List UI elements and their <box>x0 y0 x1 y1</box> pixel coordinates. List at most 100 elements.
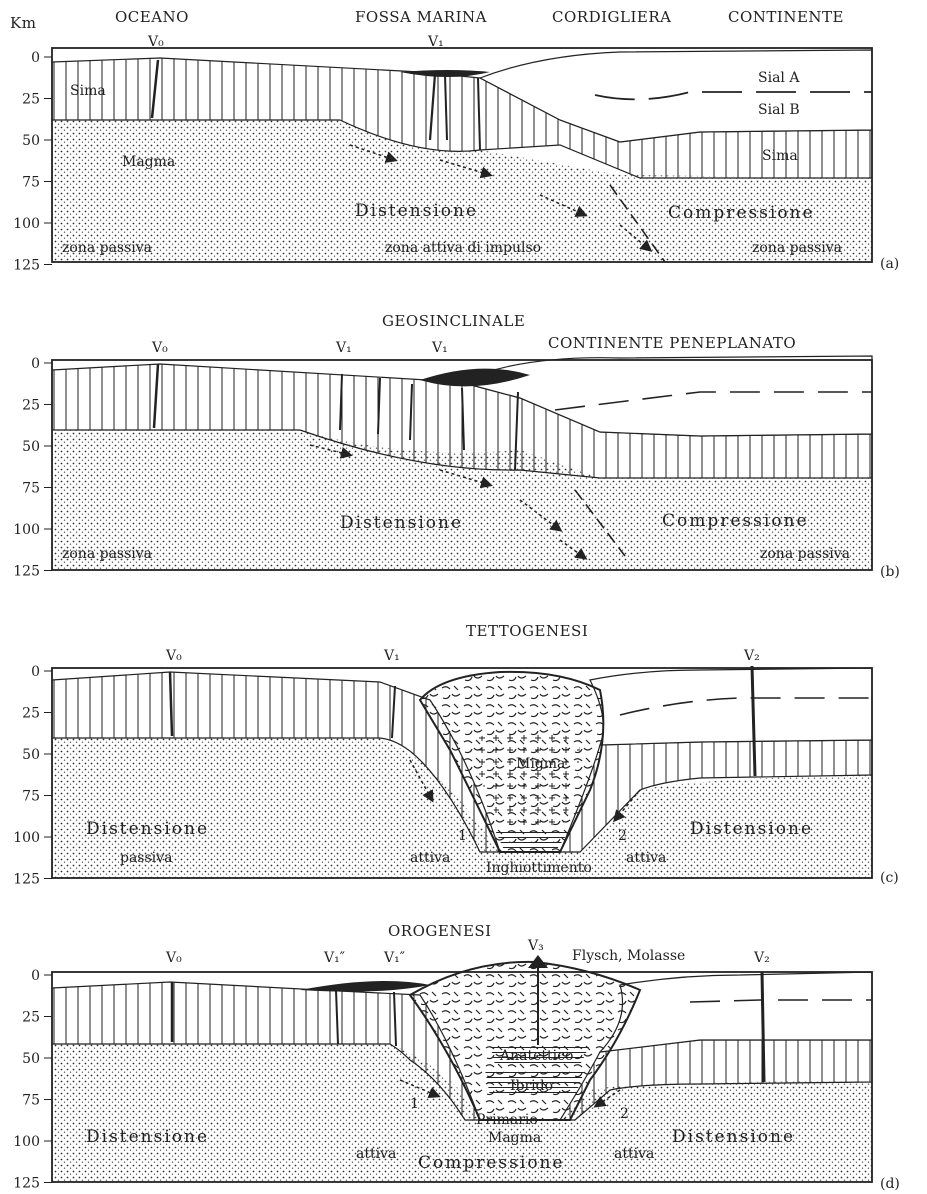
flysch-sediment <box>300 981 430 992</box>
depth-tick-label: 50 <box>22 747 40 763</box>
depth-tick-label: 25 <box>22 92 40 108</box>
force-label: Distensione <box>340 513 463 533</box>
core-label: Primario <box>476 1112 538 1128</box>
panel-tag: (d) <box>880 1176 900 1192</box>
header-oceano: OCEANO <box>115 8 189 26</box>
layer-label: Sima <box>70 83 106 99</box>
volcano-label: V₀ <box>165 950 182 966</box>
force-label: Compressione <box>662 511 809 531</box>
depth-tick-label: 0 <box>31 50 40 66</box>
panel-d: OROGENESI Flysch, Molasse V₀ V₁″ V₁″ V₃ … <box>51 922 900 1192</box>
depth-tick-label: 0 <box>31 356 40 372</box>
core-label: Ibrido <box>510 1078 553 1094</box>
depth-tick-label: 75 <box>22 481 40 497</box>
depth-tick-label: 50 <box>22 439 40 455</box>
sial-layer <box>598 971 873 1053</box>
volcano-label: V₁″ <box>383 950 405 966</box>
volcano-conduit-v0 <box>150 59 160 119</box>
header-continente-peneplanato: CONTINENTE PENEPLANATO <box>548 334 796 352</box>
sial-boundary <box>619 697 872 716</box>
panel-a: Km OCEANO FOSSA MARINA CORDIGLIERA CONTI… <box>10 8 899 272</box>
volcano-v3-cone <box>528 955 548 968</box>
volcano-label: V₁ <box>431 340 448 356</box>
y-axis-unit: Km <box>10 14 36 32</box>
panel-tag: (a) <box>880 256 899 272</box>
panel-c: TETTOGENESI V₀ V₁ V₂ Migma Distensione D… <box>51 622 899 886</box>
layer-label: Sial A <box>758 70 800 86</box>
core-label: Migma <box>516 756 565 772</box>
depth-tick-label: 100 <box>13 830 40 846</box>
trench-sediment <box>400 70 490 77</box>
header-tettogenesi: TETTOGENESI <box>466 622 588 640</box>
depth-tick-label: 100 <box>13 1134 40 1150</box>
header-fossa-marina: FOSSA MARINA <box>355 8 487 26</box>
panel-frame <box>51 667 873 879</box>
layer-label: Sial B <box>758 102 800 118</box>
header-cordigliera: CORDIGLIERA <box>552 8 671 26</box>
depth-tick-label: 125 <box>13 872 40 888</box>
zone-label: zona passiva <box>760 546 850 562</box>
layer-label: Magma <box>122 154 175 170</box>
depth-tick-label: 75 <box>22 1093 40 1109</box>
arrow-number: 1 <box>458 828 467 844</box>
depth-tick-label: 25 <box>22 706 40 722</box>
volcano-label: V₁ <box>427 34 444 50</box>
force-label: Distensione <box>86 819 209 839</box>
depth-tick-label: 50 <box>22 133 40 149</box>
mantle-dotted <box>52 430 872 570</box>
volcano-conduit-v1 <box>428 73 437 141</box>
anatettico-zone <box>490 1045 590 1065</box>
arrow-number: 2 <box>620 1106 629 1122</box>
panel-tag: (b) <box>880 564 900 580</box>
depth-tick-label: 100 <box>13 522 40 538</box>
bottom-label: Inghiottimento <box>486 860 592 876</box>
core-label: Anatettico <box>499 1048 573 1064</box>
panel-frame <box>51 971 873 1183</box>
mantle-dotted <box>52 120 872 262</box>
force-label: Distensione <box>672 1127 795 1147</box>
subduction-arrow <box>349 144 398 163</box>
zone-label: attiva <box>356 1146 396 1162</box>
volcano-label: V₂ <box>743 648 760 664</box>
volcano-label: V₀ <box>151 340 168 356</box>
header-orogenesi: OROGENESI <box>388 922 492 940</box>
migma-body <box>470 730 580 830</box>
sial-boundary <box>554 391 872 411</box>
zone-label: zona passiva <box>62 546 152 562</box>
force-label: Distensione <box>355 201 478 221</box>
zone-label: attiva <box>410 850 450 866</box>
core-label: Magma <box>488 1130 541 1146</box>
depth-tick-label: 125 <box>13 564 40 580</box>
header-continente: CONTINENTE <box>728 8 844 26</box>
volcano-label: V₀ <box>165 648 182 664</box>
volcano-label: V₁″ <box>323 950 345 966</box>
depth-tick-label: 50 <box>22 1051 40 1067</box>
depth-tick-label: 0 <box>31 664 40 680</box>
zone-label: attiva <box>626 850 666 866</box>
sial-layer <box>589 667 873 746</box>
sial-boundary <box>689 999 872 1003</box>
depth-tick-label: 125 <box>13 1176 40 1192</box>
orogen-body <box>408 960 642 1121</box>
panel-frame <box>51 359 873 571</box>
ibrido-zone <box>485 1070 585 1096</box>
arrow-number: 2 <box>618 828 627 844</box>
depth-tick-label: 25 <box>22 1010 40 1026</box>
volcano-label: V₂ <box>753 950 770 966</box>
zone-label: attiva <box>614 1146 654 1162</box>
depth-tick-label: 100 <box>13 216 40 232</box>
force-label: Compressione <box>418 1153 565 1173</box>
depth-tick-label: 75 <box>22 175 40 191</box>
depth-tick-label: 0 <box>31 968 40 984</box>
panel-frame <box>51 47 873 263</box>
volcano-label: V₁ <box>335 340 352 356</box>
layer-label: Sima <box>762 148 798 164</box>
zone-label: zona passiva <box>62 240 152 256</box>
depth-tick-label: 125 <box>13 258 40 274</box>
migma-base <box>495 830 570 852</box>
force-label: Distensione <box>86 1127 209 1147</box>
geosyncline-sediment <box>420 368 530 387</box>
depth-axis: 0 25 50 75 100 125 0 25 50 75 100 125 0 25 50 75 100 125 0… <box>13 50 52 1192</box>
panel-b: GEOSINCLINALE CONTINENTE PENEPLANATO V₀ … <box>51 312 900 580</box>
